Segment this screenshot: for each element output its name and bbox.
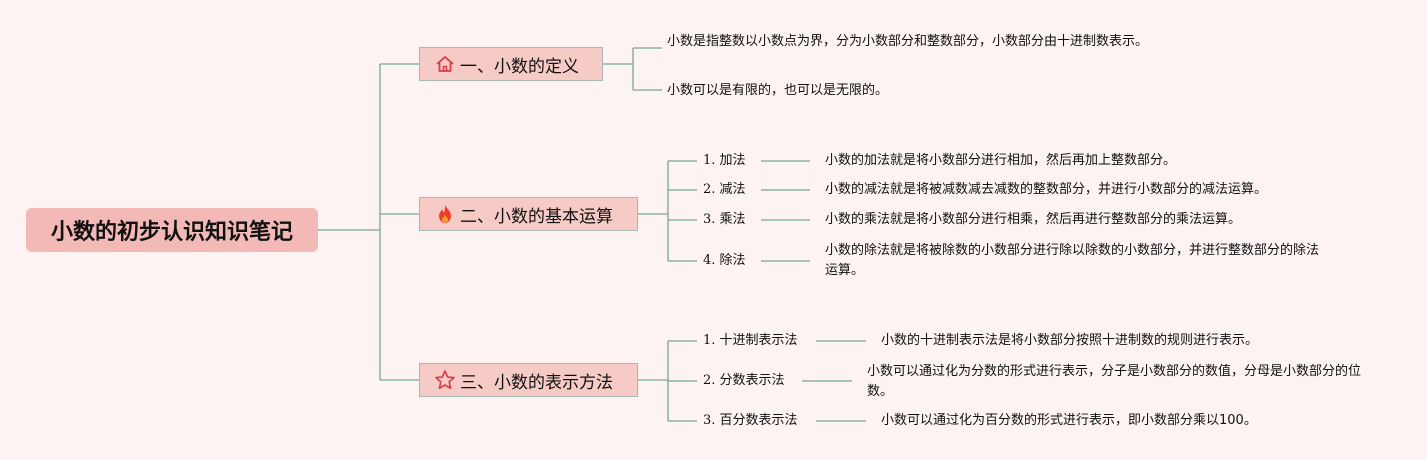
op-sub-label[interactable]: 2. 减法	[703, 180, 746, 200]
branch-representation[interactable]: 三、小数的表示方法	[419, 363, 638, 397]
root-title: 小数的初步认识知识笔记	[50, 220, 293, 245]
rep-percent-detail: 小数可以通过化为百分数的形式进行表示，即小数部分乘以100。	[881, 411, 1257, 431]
fire-icon	[434, 203, 456, 225]
root-node[interactable]: 小数的初步认识知识笔记	[26, 208, 318, 252]
op-div-detail: 小数的除法就是将被除数的小数部分进行除以除数的小数部分，并进行整数部分的除法运算…	[825, 241, 1320, 281]
op-mul-label[interactable]: 3. 乘法	[703, 210, 746, 230]
definition-leaf-2: 小数可以是有限的，也可以是无限的。	[667, 81, 889, 101]
rep-fraction-label[interactable]: 2. 分数表示法	[703, 371, 785, 391]
op-add-detail: 小数的加法就是将小数部分进行相加，然后再加上整数部分。	[825, 151, 1177, 171]
branch-label: 三、小数的表示方法	[460, 372, 613, 393]
rep-fraction-detail: 小数可以通过化为分数的形式进行表示，分子是小数部分的数值，分母是小数部分的位数。	[867, 362, 1362, 402]
op-sub-detail: 小数的减法就是将被减数减去减数的整数部分，并进行小数部分的减法运算。	[825, 180, 1268, 200]
op-add-label[interactable]: 1. 加法	[703, 151, 746, 171]
home-icon	[434, 53, 456, 75]
branch-operations[interactable]: 二、小数的基本运算	[419, 197, 638, 231]
star-icon	[434, 369, 456, 391]
op-mul-detail: 小数的乘法就是将小数部分进行相乘，然后再进行整数部分的乘法运算。	[825, 210, 1242, 230]
rep-decimal-detail: 小数的十进制表示法是将小数部分按照十进制数的规则进行表示。	[881, 331, 1259, 351]
branch-definition[interactable]: 一、小数的定义	[419, 47, 603, 81]
rep-percent-label[interactable]: 3. 百分数表示法	[703, 411, 798, 431]
op-div-label[interactable]: 4. 除法	[703, 251, 746, 271]
definition-leaf-1: 小数是指整数以小数点为界，分为小数部分和整数部分，小数部分由十进制数表示。	[667, 32, 1162, 52]
branch-label: 二、小数的基本运算	[460, 206, 613, 227]
rep-decimal-label[interactable]: 1. 十进制表示法	[703, 331, 798, 351]
branch-label: 一、小数的定义	[460, 56, 579, 77]
